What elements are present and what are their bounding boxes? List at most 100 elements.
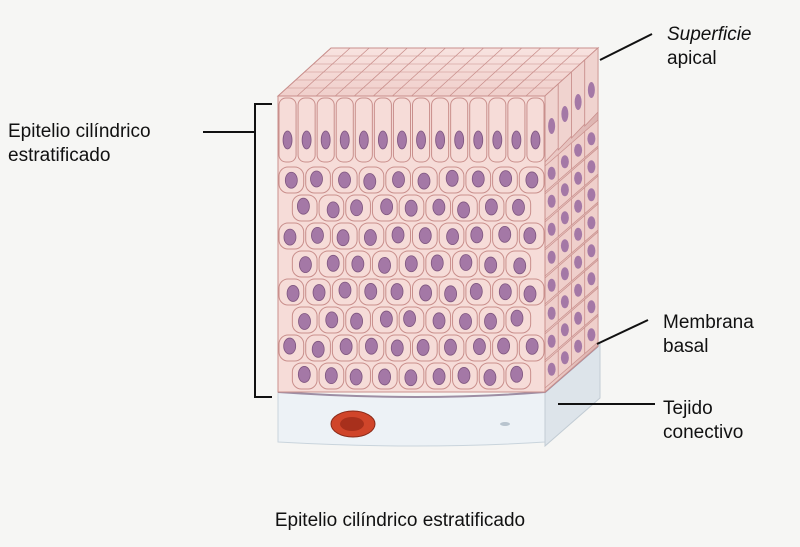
nucleus	[587, 132, 596, 146]
nucleus	[547, 334, 556, 348]
nucleus	[325, 311, 339, 329]
nucleus	[525, 171, 539, 189]
basement-membrane	[277, 345, 599, 398]
nucleus	[560, 323, 569, 337]
nucleus	[492, 130, 503, 150]
nucleus	[365, 337, 378, 355]
nucleus	[350, 312, 364, 330]
nucleus	[587, 216, 596, 230]
nucleus	[484, 312, 497, 330]
nucleus	[301, 130, 312, 150]
nucleus	[457, 367, 471, 384]
nucleus	[339, 130, 350, 150]
nucleus	[499, 170, 513, 188]
nucleus	[548, 118, 556, 134]
nucleus	[446, 228, 459, 246]
nucleus	[547, 166, 556, 180]
nucleus	[349, 368, 363, 386]
columnar-cell	[354, 97, 373, 163]
nucleus	[404, 369, 418, 387]
nucleus	[510, 365, 524, 383]
nucleus	[312, 284, 326, 301]
nucleus	[587, 300, 596, 314]
nucleus	[298, 313, 311, 330]
nucleus	[432, 198, 446, 216]
nucleus	[560, 295, 569, 309]
nucleus	[560, 239, 569, 253]
nucleus	[574, 255, 583, 269]
nucleus	[483, 369, 497, 386]
nucleus	[459, 254, 473, 271]
nucleus	[286, 285, 300, 302]
nucleus	[454, 130, 465, 150]
nucleus	[364, 283, 378, 300]
nucleus	[574, 199, 583, 213]
nucleus	[324, 367, 338, 385]
nucleus	[512, 198, 525, 216]
nucleus	[547, 222, 556, 236]
nucleus	[513, 257, 527, 275]
nucleus	[561, 106, 569, 122]
nucleus	[444, 338, 457, 356]
columnar-cell	[507, 97, 526, 163]
nucleus	[390, 283, 404, 300]
nucleus	[523, 227, 537, 245]
nucleus	[391, 226, 405, 244]
nucleus	[547, 362, 556, 376]
nucleus	[338, 171, 351, 189]
nucleus	[364, 229, 377, 246]
columnar-cell	[392, 97, 411, 163]
nucleus	[510, 309, 524, 327]
nucleus	[511, 130, 522, 150]
leader-apical	[599, 33, 653, 61]
nucleus	[377, 130, 388, 150]
nucleus	[574, 94, 582, 110]
nucleus	[445, 169, 459, 187]
nucleus	[560, 155, 569, 169]
leader-membrane	[596, 319, 649, 345]
nucleus	[419, 284, 432, 302]
nucleus	[282, 130, 293, 150]
nucleus	[310, 170, 323, 188]
nucleus	[484, 256, 498, 274]
side-cells	[544, 47, 599, 389]
leader-lines	[203, 33, 655, 405]
nucleus	[587, 328, 596, 342]
nucleus	[587, 272, 596, 286]
nucleus	[378, 368, 392, 386]
connective-tissue	[277, 342, 601, 448]
nucleus	[390, 339, 404, 357]
columnar-cell	[488, 97, 507, 163]
nucleus	[283, 337, 297, 355]
nucleus	[283, 228, 297, 246]
nucleus	[435, 130, 446, 150]
nucleus	[363, 173, 377, 190]
nucleus	[560, 267, 569, 281]
nucleus	[587, 82, 595, 98]
nucleus	[547, 306, 556, 320]
nucleus	[523, 285, 537, 303]
nucleus	[473, 338, 486, 355]
nucleus	[404, 199, 418, 217]
nucleus	[457, 201, 470, 219]
nucleus	[484, 198, 498, 216]
nucleus	[299, 256, 312, 273]
nucleus	[418, 227, 432, 245]
columnar-cell	[373, 97, 392, 163]
nucleus	[560, 351, 569, 365]
columnar-cell	[297, 97, 316, 163]
nucleus	[470, 226, 484, 244]
nucleus	[547, 194, 556, 208]
nucleus	[416, 339, 430, 356]
columnar-cell	[335, 97, 354, 163]
nucleus	[311, 340, 325, 358]
nucleus	[297, 366, 311, 383]
nucleus	[404, 255, 418, 273]
nucleus	[587, 244, 596, 258]
bracket	[254, 103, 272, 398]
nucleus	[297, 197, 310, 215]
nucleus	[574, 227, 583, 241]
